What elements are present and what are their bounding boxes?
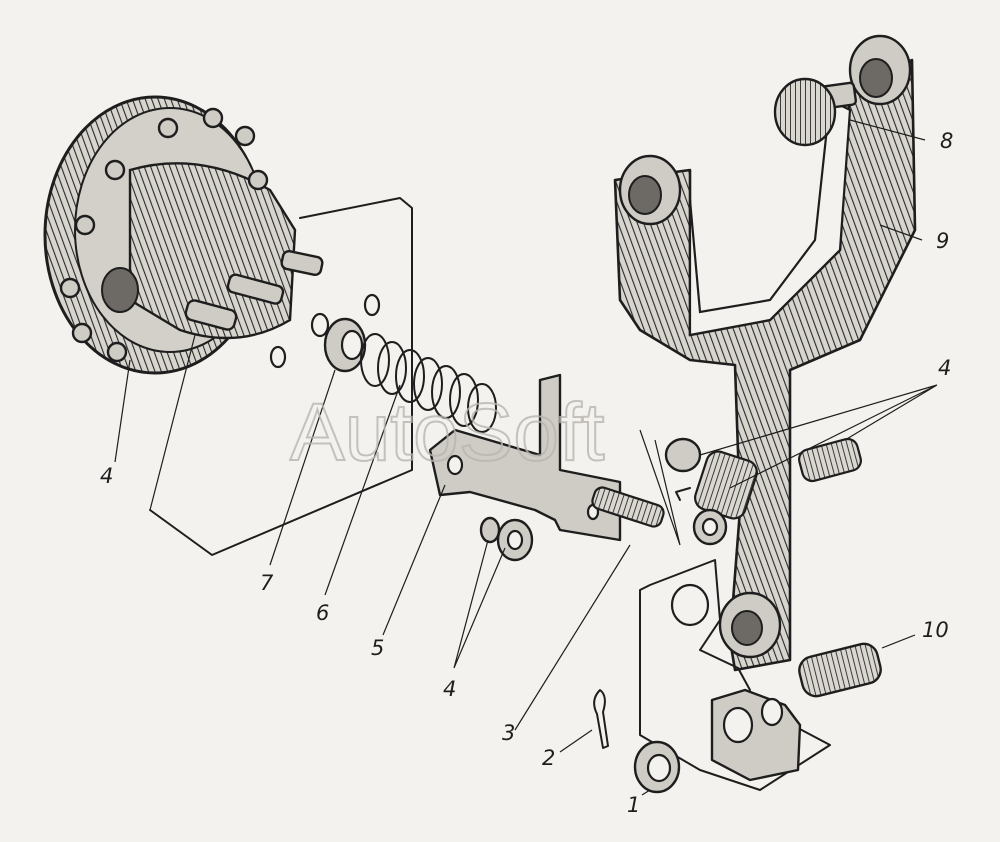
base-hole [670, 583, 710, 627]
label-3: 3 [502, 721, 515, 745]
link-with-nuts [664, 437, 758, 546]
plate-hole [363, 293, 381, 317]
cotter-pin-2 [593, 689, 609, 749]
label-8: 8 [940, 129, 953, 153]
pin-8 [773, 77, 858, 147]
label-4-nuts: 4 [443, 677, 456, 701]
label-5: 5 [371, 636, 384, 660]
leader-lines [114, 119, 938, 796]
fork-lever-9 [613, 58, 917, 672]
bracket-5 [428, 373, 622, 542]
nut-and-washer [479, 516, 534, 562]
washer-1 [633, 740, 681, 794]
label-9: 9 [936, 229, 949, 253]
hub-bolts [59, 107, 269, 363]
threaded-rod-3 [591, 486, 665, 528]
mounting-plate [149, 197, 413, 556]
label-4-pins: 4 [938, 356, 951, 380]
label-6: 6 [316, 601, 329, 625]
pin-10 [798, 642, 882, 698]
label-10: 10 [922, 618, 949, 642]
hub-flange [43, 95, 324, 375]
plate-hole [310, 312, 330, 338]
hub-studs [184, 249, 324, 331]
plate-hole [269, 345, 287, 369]
pin-4-right [798, 437, 862, 483]
label-2: 2 [542, 746, 555, 770]
spring-6 [360, 333, 497, 433]
label-1: 1 [627, 793, 640, 817]
label-4-hub: 4 [100, 464, 113, 488]
label-7: 7 [260, 571, 274, 595]
watermark: AutoSoft [290, 387, 605, 478]
